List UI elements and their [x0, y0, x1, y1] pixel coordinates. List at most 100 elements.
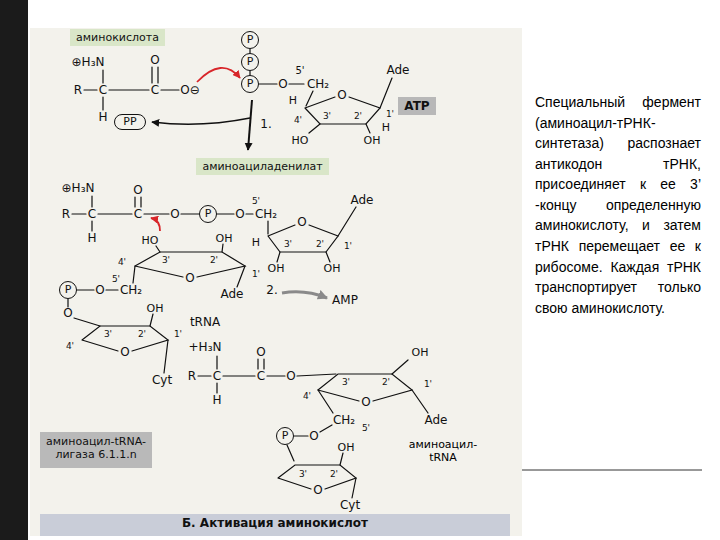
figure-caption-band: Б. Активация аминокислот: [40, 514, 510, 536]
atom-label: Ade: [425, 414, 448, 426]
atom-label: O: [170, 208, 179, 220]
atom-label: O: [309, 430, 318, 442]
atom-label: OH: [324, 263, 341, 274]
node-text: P: [247, 78, 254, 91]
atom-label: 4': [66, 342, 74, 351]
atom-label: 3': [162, 256, 170, 265]
atom-label: C: [213, 370, 221, 382]
node-text: P: [247, 34, 254, 47]
atom-label: 2': [210, 256, 218, 265]
atom-label: O: [150, 54, 159, 66]
atom-label: CH₂: [120, 284, 142, 296]
node-text: аминоацил-tRNA-лигаза 6.1.1.n: [46, 436, 146, 461]
atom-label: C: [134, 208, 142, 220]
atom-label: O: [361, 396, 370, 408]
step-number: 1.: [260, 118, 271, 130]
atom-label: O: [297, 216, 306, 228]
atom-label: OH: [338, 442, 355, 453]
atom-label: HO: [292, 135, 309, 146]
atom-label: 5': [252, 197, 260, 206]
atom-label: O: [120, 346, 129, 358]
atom-label: 2': [354, 112, 362, 121]
atom-label: OH: [216, 233, 233, 244]
atom-label: O: [256, 346, 265, 358]
atom-label: 2': [330, 470, 338, 479]
attack-arrow: [151, 218, 160, 231]
atom-label: 2': [382, 378, 390, 387]
figure-ground: [30, 28, 522, 536]
rule-line: [522, 470, 702, 471]
molecule-box: ATP: [398, 97, 436, 115]
atom-label: HO: [142, 235, 159, 246]
atom-label: ⊕H₃N: [62, 182, 95, 194]
atom-label: OH: [268, 263, 285, 274]
atom-label: 4': [294, 116, 302, 125]
atom-label: R: [74, 84, 82, 96]
atom-label: OH: [147, 303, 164, 314]
phosphate-circle: P: [241, 31, 259, 49]
node-text: Б. Активация аминокислот: [46, 517, 504, 531]
atom-label: R: [62, 208, 70, 220]
bond-lines: [68, 244, 245, 373]
atom-label: 4': [303, 392, 311, 401]
atom-label: 3': [284, 240, 292, 249]
atom-label: Ade: [221, 288, 244, 300]
atom-label: CH₂: [333, 414, 355, 426]
pyrophosphate-pill: PP: [114, 114, 146, 130]
atom-label: 1': [424, 380, 432, 389]
atom-label: ⊕H₃N: [72, 56, 105, 68]
atom-label: R: [188, 370, 196, 382]
node-text: P: [65, 284, 72, 297]
ribose-ring: [305, 97, 380, 124]
atom-label: H: [289, 95, 297, 106]
atom-label: 4': [118, 258, 126, 267]
atom-label: +H₃N: [189, 341, 222, 353]
atom-label: Cyt: [152, 374, 172, 386]
atom-label: 5': [112, 275, 120, 284]
atom-label: 3': [323, 112, 331, 121]
ribose-ring: [268, 225, 338, 252]
attack-arrow: [197, 68, 240, 82]
atom-label: H: [252, 237, 260, 248]
atom-label: 5': [362, 424, 370, 433]
atom-label: 1': [252, 270, 260, 279]
node-text: аминоациладенилат: [202, 161, 322, 174]
product-label: аминоацил-tRNA: [408, 438, 478, 464]
compound-band: аминокислота: [70, 29, 165, 46]
atom-label: H: [87, 232, 96, 244]
atom-label: CH₂: [307, 78, 329, 90]
reaction-arrow: [282, 292, 327, 298]
enzyme-box: аминоацил-tRNA-лигаза 6.1.1.n: [40, 432, 152, 468]
node-text: аминокислота: [76, 32, 159, 45]
side-band: [0, 0, 28, 540]
atom-label: Ade: [351, 194, 374, 206]
atom-label: O: [278, 78, 287, 90]
compound-band: аминоациладенилат: [196, 158, 329, 175]
atom-label: O: [185, 272, 194, 284]
atom-label: O: [337, 89, 346, 101]
atom-label: 5': [295, 66, 304, 76]
phosphate-circle: P: [59, 281, 77, 299]
reaction-arrow: [152, 118, 250, 124]
atom-label: tRNA: [190, 316, 220, 328]
phosphate-circle: P: [241, 53, 259, 71]
atom-label: Ade: [387, 64, 410, 76]
atom-label: CH₂: [255, 208, 277, 220]
bond-lines: [198, 356, 428, 498]
node-text: P: [205, 208, 212, 221]
node-text: PP: [123, 116, 136, 129]
atom-label: Cyt: [340, 499, 360, 511]
atom-label: OH: [364, 135, 381, 146]
atom-label: O: [63, 307, 72, 319]
atom-label: H: [98, 111, 107, 123]
atom-label: 1': [344, 242, 352, 251]
atom-label: 2': [316, 240, 324, 249]
atom-label: C: [257, 370, 265, 382]
atom-label: H: [382, 122, 390, 133]
atom-label: 1': [386, 110, 394, 119]
atom-label: 3': [104, 330, 112, 339]
phosphate-circle: P: [199, 205, 217, 223]
atom-label: OH: [412, 347, 429, 358]
bond-lines: [84, 49, 392, 133]
reaction-arrow: [248, 100, 252, 150]
